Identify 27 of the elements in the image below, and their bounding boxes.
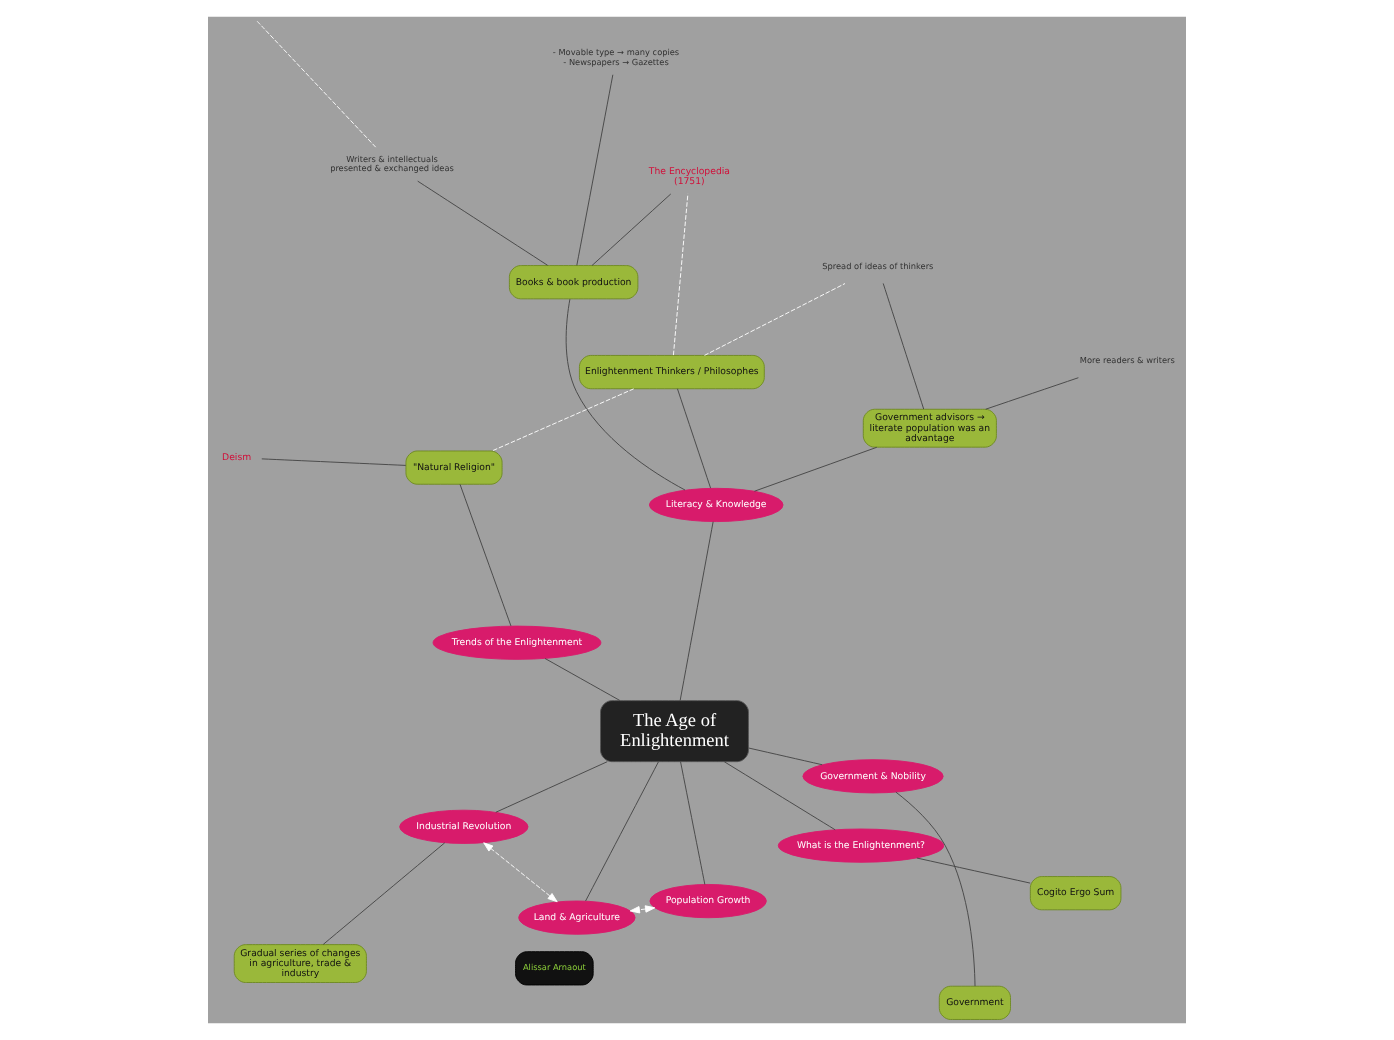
connector [576, 74, 614, 266]
connector [916, 857, 1031, 884]
connector [495, 761, 608, 813]
connector [677, 388, 712, 489]
connector [985, 377, 1079, 410]
connector [585, 761, 659, 902]
connector [748, 747, 823, 766]
connector [544, 658, 621, 701]
connector [459, 483, 512, 627]
connector [680, 761, 706, 885]
connector [882, 283, 925, 410]
arrow [483, 842, 558, 903]
connector [723, 761, 836, 831]
connector [261, 458, 407, 466]
node-box: The Age of Enlightenment [600, 700, 749, 763]
connector [672, 193, 689, 356]
arrow [629, 905, 656, 914]
connector [679, 521, 714, 702]
connector [491, 388, 635, 452]
connector [565, 298, 686, 491]
connector [753, 446, 878, 492]
connector [895, 791, 976, 987]
connector [322, 842, 446, 945]
connector [256, 20, 377, 149]
connector [591, 193, 672, 266]
connector [417, 180, 549, 266]
connector [704, 283, 846, 356]
